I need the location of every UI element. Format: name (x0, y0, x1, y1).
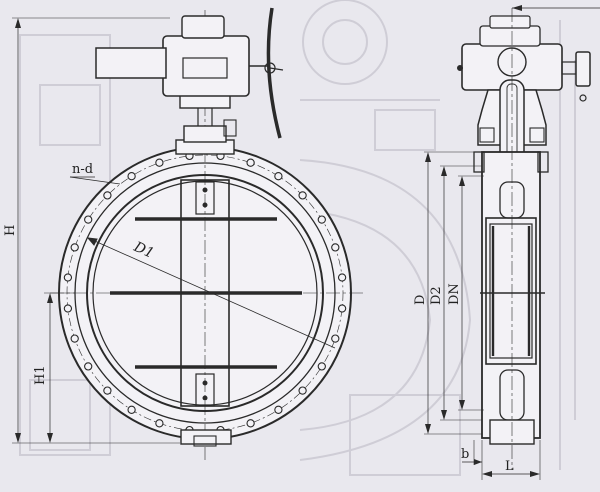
label-h: H (3, 225, 18, 236)
flange-bolt-hole (103, 191, 112, 200)
front-view (12, 7, 365, 460)
flange-bolt-holes (63, 151, 347, 435)
ghost-background-drawing (19, 0, 576, 476)
flange-bolt-hole (246, 158, 255, 167)
valve-neck (183, 125, 227, 143)
d1-arrowhead (86, 237, 98, 246)
label-n-d: n-d (72, 162, 93, 177)
bottom-boss-cap (193, 435, 217, 447)
b-arrow-right (474, 459, 482, 465)
h1-arrow-top (47, 293, 53, 303)
gearbox-top-boss (181, 15, 225, 39)
d2-arrow-bottom (441, 410, 447, 420)
flange-bolt-hole (84, 362, 93, 371)
label-d1: D1 (130, 239, 156, 262)
side-flange-right (537, 151, 549, 173)
label-b: b (461, 447, 469, 462)
flange-bolt-hole (298, 386, 307, 395)
label-d: D (413, 295, 428, 305)
side-body-outer (481, 151, 541, 439)
h1-arrow-bottom (47, 433, 53, 443)
side-neck-bolt-right (529, 127, 545, 143)
flange-bolt-hole (103, 386, 112, 395)
flange-bolt-hole (331, 334, 340, 343)
label-d2: D2 (429, 286, 444, 305)
d-arrow-top (425, 152, 431, 162)
label-dn: DN (447, 283, 462, 305)
handwheel-axle-to-rim (269, 67, 284, 71)
side-gearbox-top-cap (489, 15, 531, 29)
flange-bolt-hole (298, 191, 307, 200)
handwheel-rim (266, 7, 282, 139)
flange-bolt-hole (127, 172, 136, 181)
flange-bolt-hole (337, 304, 347, 313)
side-neck-bolt-left (479, 127, 495, 143)
flange-bolt-hole (317, 215, 326, 224)
flange-bolt-hole (84, 215, 93, 224)
top-dimension-arrow (512, 5, 522, 11)
side-disc (489, 223, 533, 359)
flange-bolt-hole (337, 273, 347, 282)
label-l: L (505, 459, 514, 474)
h-arrow-bottom (15, 433, 21, 443)
side-handwheel-shaft (561, 61, 577, 75)
flange-bolt-hole (155, 419, 164, 428)
side-gearbox-plug (457, 65, 463, 71)
h-arrow-top (15, 18, 21, 28)
neck-bracket (223, 119, 237, 137)
flange-bolt-hole (331, 243, 340, 252)
flange-bolt-hole (317, 362, 326, 371)
side-gearbox-cover (479, 25, 541, 47)
dn-arrow-bottom (459, 400, 465, 410)
n-d-leader-line (69, 176, 121, 185)
dn-arrow-top (459, 176, 465, 186)
side-handwheel (575, 51, 591, 87)
flange-bolt-hole (127, 405, 136, 414)
bottom-boss (180, 429, 232, 445)
flange-bolt-hole (70, 334, 79, 343)
flange-bolt-hole (274, 405, 283, 414)
gearbox-indicator-window (182, 57, 228, 79)
actuator-motor (95, 47, 167, 79)
d1-diameter-line (87, 237, 336, 349)
gearbox-body (162, 35, 250, 97)
d2-arrow-top (441, 166, 447, 176)
label-h1: H1 (33, 365, 48, 385)
l-arrow-left (482, 471, 492, 477)
flange-bolt-hole (70, 243, 79, 252)
flange-bolt-hole (246, 419, 255, 428)
flange-bolt-hole (63, 304, 73, 313)
flange-bolt-hole (155, 158, 164, 167)
side-handwheel-knob (579, 94, 587, 102)
flange-bolt-hole (274, 172, 283, 181)
flange-bolt-hole (63, 273, 73, 282)
d-arrow-bottom (425, 424, 431, 434)
l-arrow-right (530, 471, 540, 477)
side-view (424, 5, 600, 480)
